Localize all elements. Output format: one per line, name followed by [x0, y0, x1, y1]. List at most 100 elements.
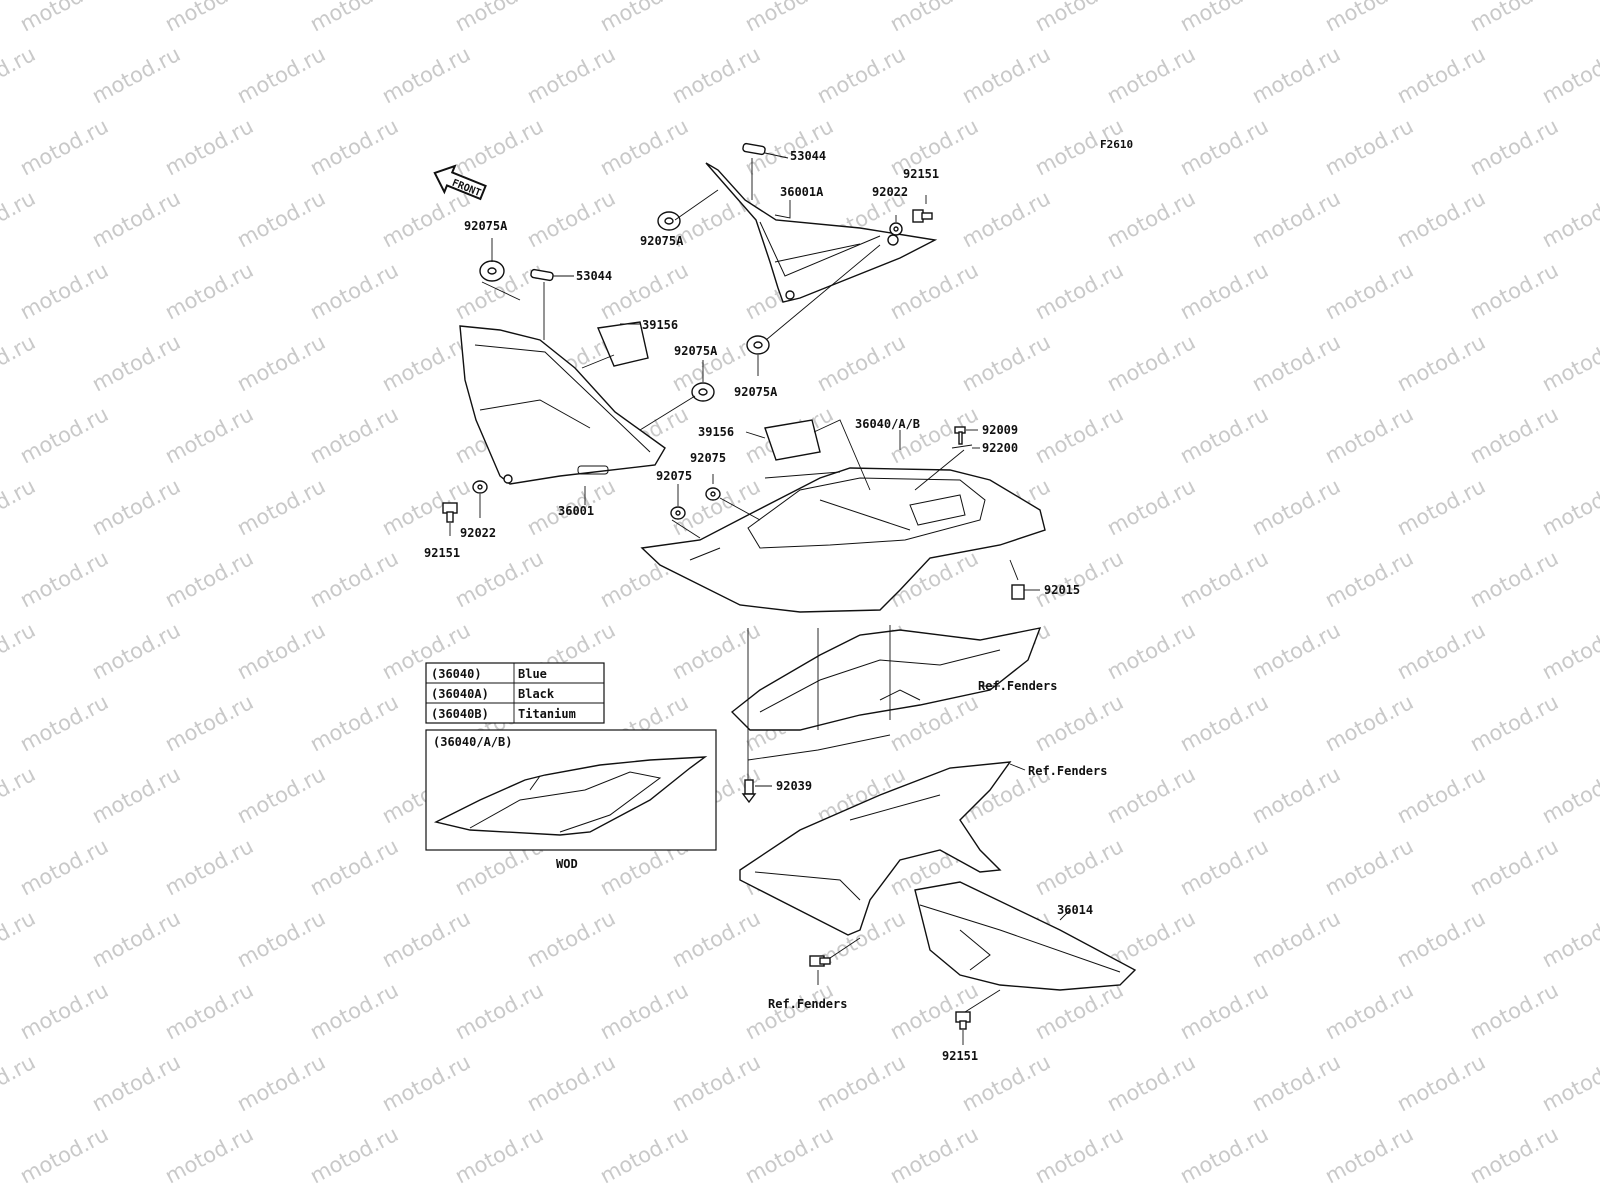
watermark-text: motod.ru: [0, 762, 39, 828]
watermark-text: motod.ru: [813, 330, 909, 396]
watermark-text: motod.ru: [233, 474, 329, 540]
label-53044-left: 53044: [576, 269, 612, 283]
table-color-2: Titanium: [518, 707, 576, 721]
watermark-text: motod.ru: [813, 1050, 909, 1116]
watermark-text: motod.ru: [1466, 690, 1562, 756]
watermark-text: motod.ru: [1248, 762, 1344, 828]
watermark-text: motod.ru: [1321, 258, 1417, 324]
watermark-text: motod.ru: [1321, 114, 1417, 180]
watermark-text: motod.ru: [88, 1050, 184, 1116]
label-92075-b: 92075: [656, 469, 692, 483]
watermark-text: motod.ru: [88, 618, 184, 684]
watermark-text: motod.ru: [1538, 906, 1600, 972]
watermark-text: motod.ru: [1248, 474, 1344, 540]
watermark-text: motod.ru: [88, 906, 184, 972]
label-92200: 92200: [982, 441, 1018, 455]
label-92151-left: 92151: [424, 546, 460, 560]
label-ref-fenders-3: Ref.Fenders: [768, 997, 847, 1011]
table-code-2: (36040B): [431, 707, 489, 721]
figure-code: F2610: [1100, 138, 1133, 151]
label-36001a: 36001A: [780, 185, 824, 199]
watermark-text: motod.ru: [161, 978, 257, 1044]
watermark-text: motod.ru: [451, 0, 547, 36]
watermark-text: motod.ru: [596, 114, 692, 180]
watermark-text: motod.ru: [378, 186, 474, 252]
inset-title: (36040/A/B): [433, 735, 512, 749]
watermark-text: motod.ru: [1103, 762, 1199, 828]
label-ref-fenders-1: Ref.Fenders: [978, 679, 1057, 693]
watermark-text: motod.ru: [233, 186, 329, 252]
watermark-text: motod.ru: [1031, 402, 1127, 468]
watermark-text: motod.ru: [886, 402, 982, 468]
watermark-text: motod.ru: [596, 258, 692, 324]
label-92075a-right: 92075A: [734, 385, 778, 399]
watermark-text: motod.ru: [1248, 186, 1344, 252]
watermark-text: motod.ru: [378, 42, 474, 108]
watermark-text: motod.ru: [306, 114, 402, 180]
watermark-text: motod.ru: [1321, 1122, 1417, 1188]
watermark-text: motod.ru: [306, 258, 402, 324]
label-39156-mid: 39156: [698, 425, 734, 439]
watermark-text: motod.ru: [1103, 1194, 1199, 1200]
watermark-text: motod.ru: [16, 1122, 112, 1188]
watermark-text: motod.ru: [306, 978, 402, 1044]
watermark-text: motod.ru: [958, 42, 1054, 108]
watermark-text: motod.ru: [523, 1050, 619, 1116]
watermark-text: motod.ru: [233, 1194, 329, 1200]
watermark-text: motod.ru: [1393, 330, 1489, 396]
watermark-text: motod.ru: [306, 1122, 402, 1188]
watermark-text: motod.ru: [0, 1194, 39, 1200]
watermark-text: motod.ru: [741, 0, 837, 36]
watermark-text: motod.ru: [1321, 546, 1417, 612]
side-cover-right-36001a: [705, 162, 938, 303]
bolt-92151-left: [442, 502, 458, 523]
watermark-text: motod.ru: [886, 258, 982, 324]
label-92039: 92039: [776, 779, 812, 793]
watermark-text: motod.ru: [1393, 1194, 1489, 1200]
label-36001: 36001: [558, 504, 594, 518]
watermark-text: motod.ru: [451, 114, 547, 180]
label-92009: 92009: [982, 423, 1018, 437]
watermark-text: motod.ru: [233, 762, 329, 828]
watermark-text: motod.ru: [233, 1050, 329, 1116]
watermark-text: motod.ru: [1176, 546, 1272, 612]
watermark-text: motod.ru: [1538, 330, 1600, 396]
watermark-text: motod.ru: [16, 258, 112, 324]
watermark-text: motod.ru: [1393, 42, 1489, 108]
watermark-text: motod.ru: [1538, 1050, 1600, 1116]
watermark-text: motod.ru: [1248, 1050, 1344, 1116]
watermark-text: motod.ru: [1031, 0, 1127, 36]
watermark-text: motod.ru: [813, 1194, 909, 1200]
table-color-1: Black: [518, 687, 555, 701]
watermark-text: motod.ru: [1176, 834, 1272, 900]
watermark-text: motod.ru: [0, 618, 39, 684]
watermark-text: motod.ru: [161, 258, 257, 324]
bolt-92151-top: [912, 209, 933, 223]
watermark-text: motod.ru: [596, 1122, 692, 1188]
pin-53044-left: [530, 268, 554, 282]
watermark-text: motod.ru: [1103, 330, 1199, 396]
seat-cowl-36040: [640, 467, 1046, 613]
side-cover-left-36001: [459, 325, 666, 485]
watermark-text: motod.ru: [451, 546, 547, 612]
table-code-0: (36040): [431, 667, 482, 681]
watermark-text: motod.ru: [1538, 42, 1600, 108]
watermark-text: motod.ru: [1321, 0, 1417, 36]
collar-92015: [1011, 584, 1025, 600]
color-table: (36040) Blue (36040A) Black (36040B) Tit…: [425, 662, 605, 724]
label-92151-bottom: 92151: [942, 1049, 978, 1063]
watermark-text: motod.ru: [378, 1194, 474, 1200]
watermark-text: motod.ru: [1031, 546, 1127, 612]
watermark-text: motod.ru: [1321, 978, 1417, 1044]
watermark-text: motod.ru: [1031, 690, 1127, 756]
watermark-text: motod.ru: [523, 906, 619, 972]
watermark-text: motod.ru: [1466, 402, 1562, 468]
watermark-text: motod.ru: [16, 0, 112, 36]
watermark-text: motod.ru: [1176, 258, 1272, 324]
watermark-text: motod.ru: [16, 834, 112, 900]
watermark-text: motod.ru: [668, 1050, 764, 1116]
undertray: [730, 627, 1042, 731]
watermark-text: motod.ru: [1321, 690, 1417, 756]
screw-92009: [954, 426, 966, 445]
watermark-text: motod.ru: [161, 114, 257, 180]
